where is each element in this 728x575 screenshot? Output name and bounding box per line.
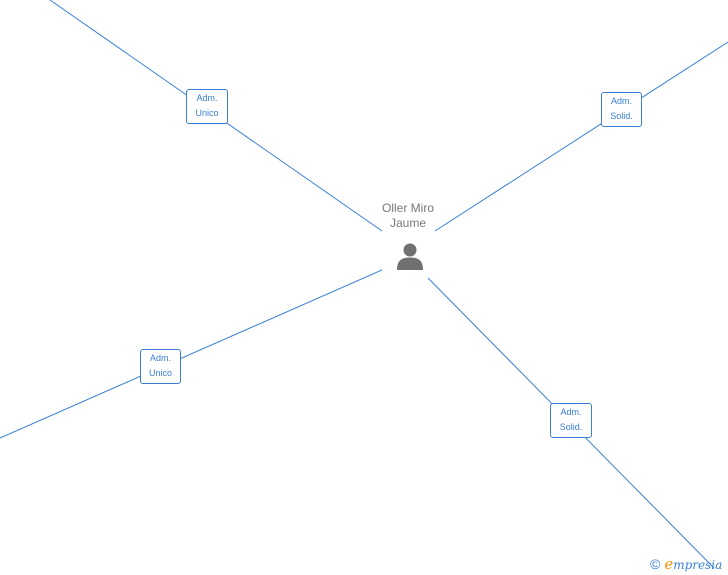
relation-label-line1: Adm. <box>560 407 582 417</box>
relation-label-bottom-left[interactable]: Adm. Unico <box>140 349 181 384</box>
relation-label-line2: Unico <box>195 108 219 118</box>
relation-label-line2: Solid. <box>610 111 633 121</box>
brand-initial: e <box>664 554 674 573</box>
relation-label-line1: Adm. <box>149 353 171 363</box>
relation-label-line2: Unico <box>148 368 172 378</box>
relation-label-line2: Solid. <box>559 422 583 432</box>
relation-label-line1: Adm. <box>610 96 632 106</box>
brand-rest: mpresia <box>673 557 723 572</box>
relation-label-bottom-right[interactable]: Adm. Solid. <box>550 403 592 438</box>
relation-label-top-right[interactable]: Adm. Solid. <box>601 92 642 127</box>
edge-top-right <box>434 41 728 232</box>
copyright-icon: © <box>650 556 661 572</box>
brand-logo: empresia <box>664 554 723 573</box>
center-name-line2: Jaume <box>389 216 427 230</box>
empresia-watermark: © empresia <box>650 555 722 573</box>
relation-label-line1: Adm. <box>196 93 218 103</box>
center-name-line1: Oller Miro <box>381 201 434 215</box>
person-icon[interactable] <box>396 242 424 270</box>
center-person-name[interactable]: Oller Miro Jaume <box>368 201 448 231</box>
edge-bottom-left <box>0 269 383 439</box>
relation-label-top-left[interactable]: Adm. Unico <box>186 89 228 124</box>
